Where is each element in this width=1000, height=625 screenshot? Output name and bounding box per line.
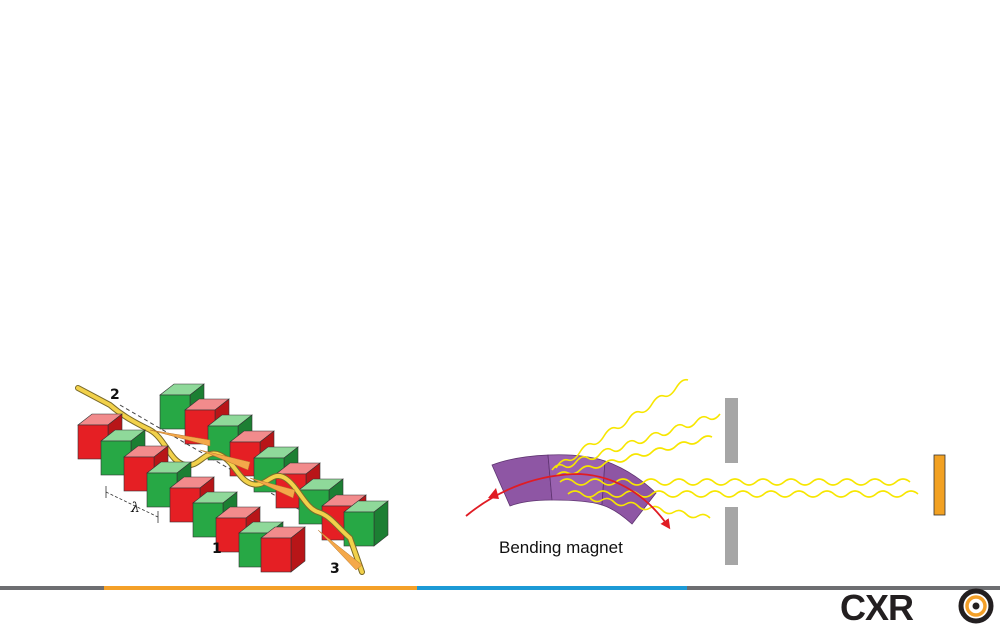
light-cone (317, 529, 363, 571)
footer-bar-blue (417, 586, 687, 590)
bending-magnet-caption: Bending magnet (499, 538, 623, 557)
period-dimension: λ (105, 486, 159, 523)
electron-direction-arrow (488, 488, 499, 499)
synchrotron-radiation (551, 378, 919, 519)
undulator-diagram: λ 1 2 3 (75, 383, 389, 577)
cxro-logo: CXR (840, 587, 994, 624)
svg-text:CXR: CXR (840, 587, 914, 624)
footer-bar-gray-left (0, 586, 104, 590)
label-1: 1 (212, 541, 222, 557)
light-cone (249, 477, 296, 499)
slit-lower (725, 507, 738, 565)
period-label: λ (130, 500, 140, 516)
slit-upper (725, 398, 738, 463)
footer-bar-gray-right (687, 586, 1000, 590)
logo-o-icon (958, 588, 994, 624)
label-3: 3 (330, 561, 340, 577)
bending-magnet-diagram: Bending magnet (465, 378, 946, 565)
footer-bar-orange (104, 586, 417, 590)
light-cone (199, 449, 251, 471)
detector (933, 454, 946, 516)
label-2: 2 (110, 387, 120, 403)
light-cone (149, 429, 211, 447)
